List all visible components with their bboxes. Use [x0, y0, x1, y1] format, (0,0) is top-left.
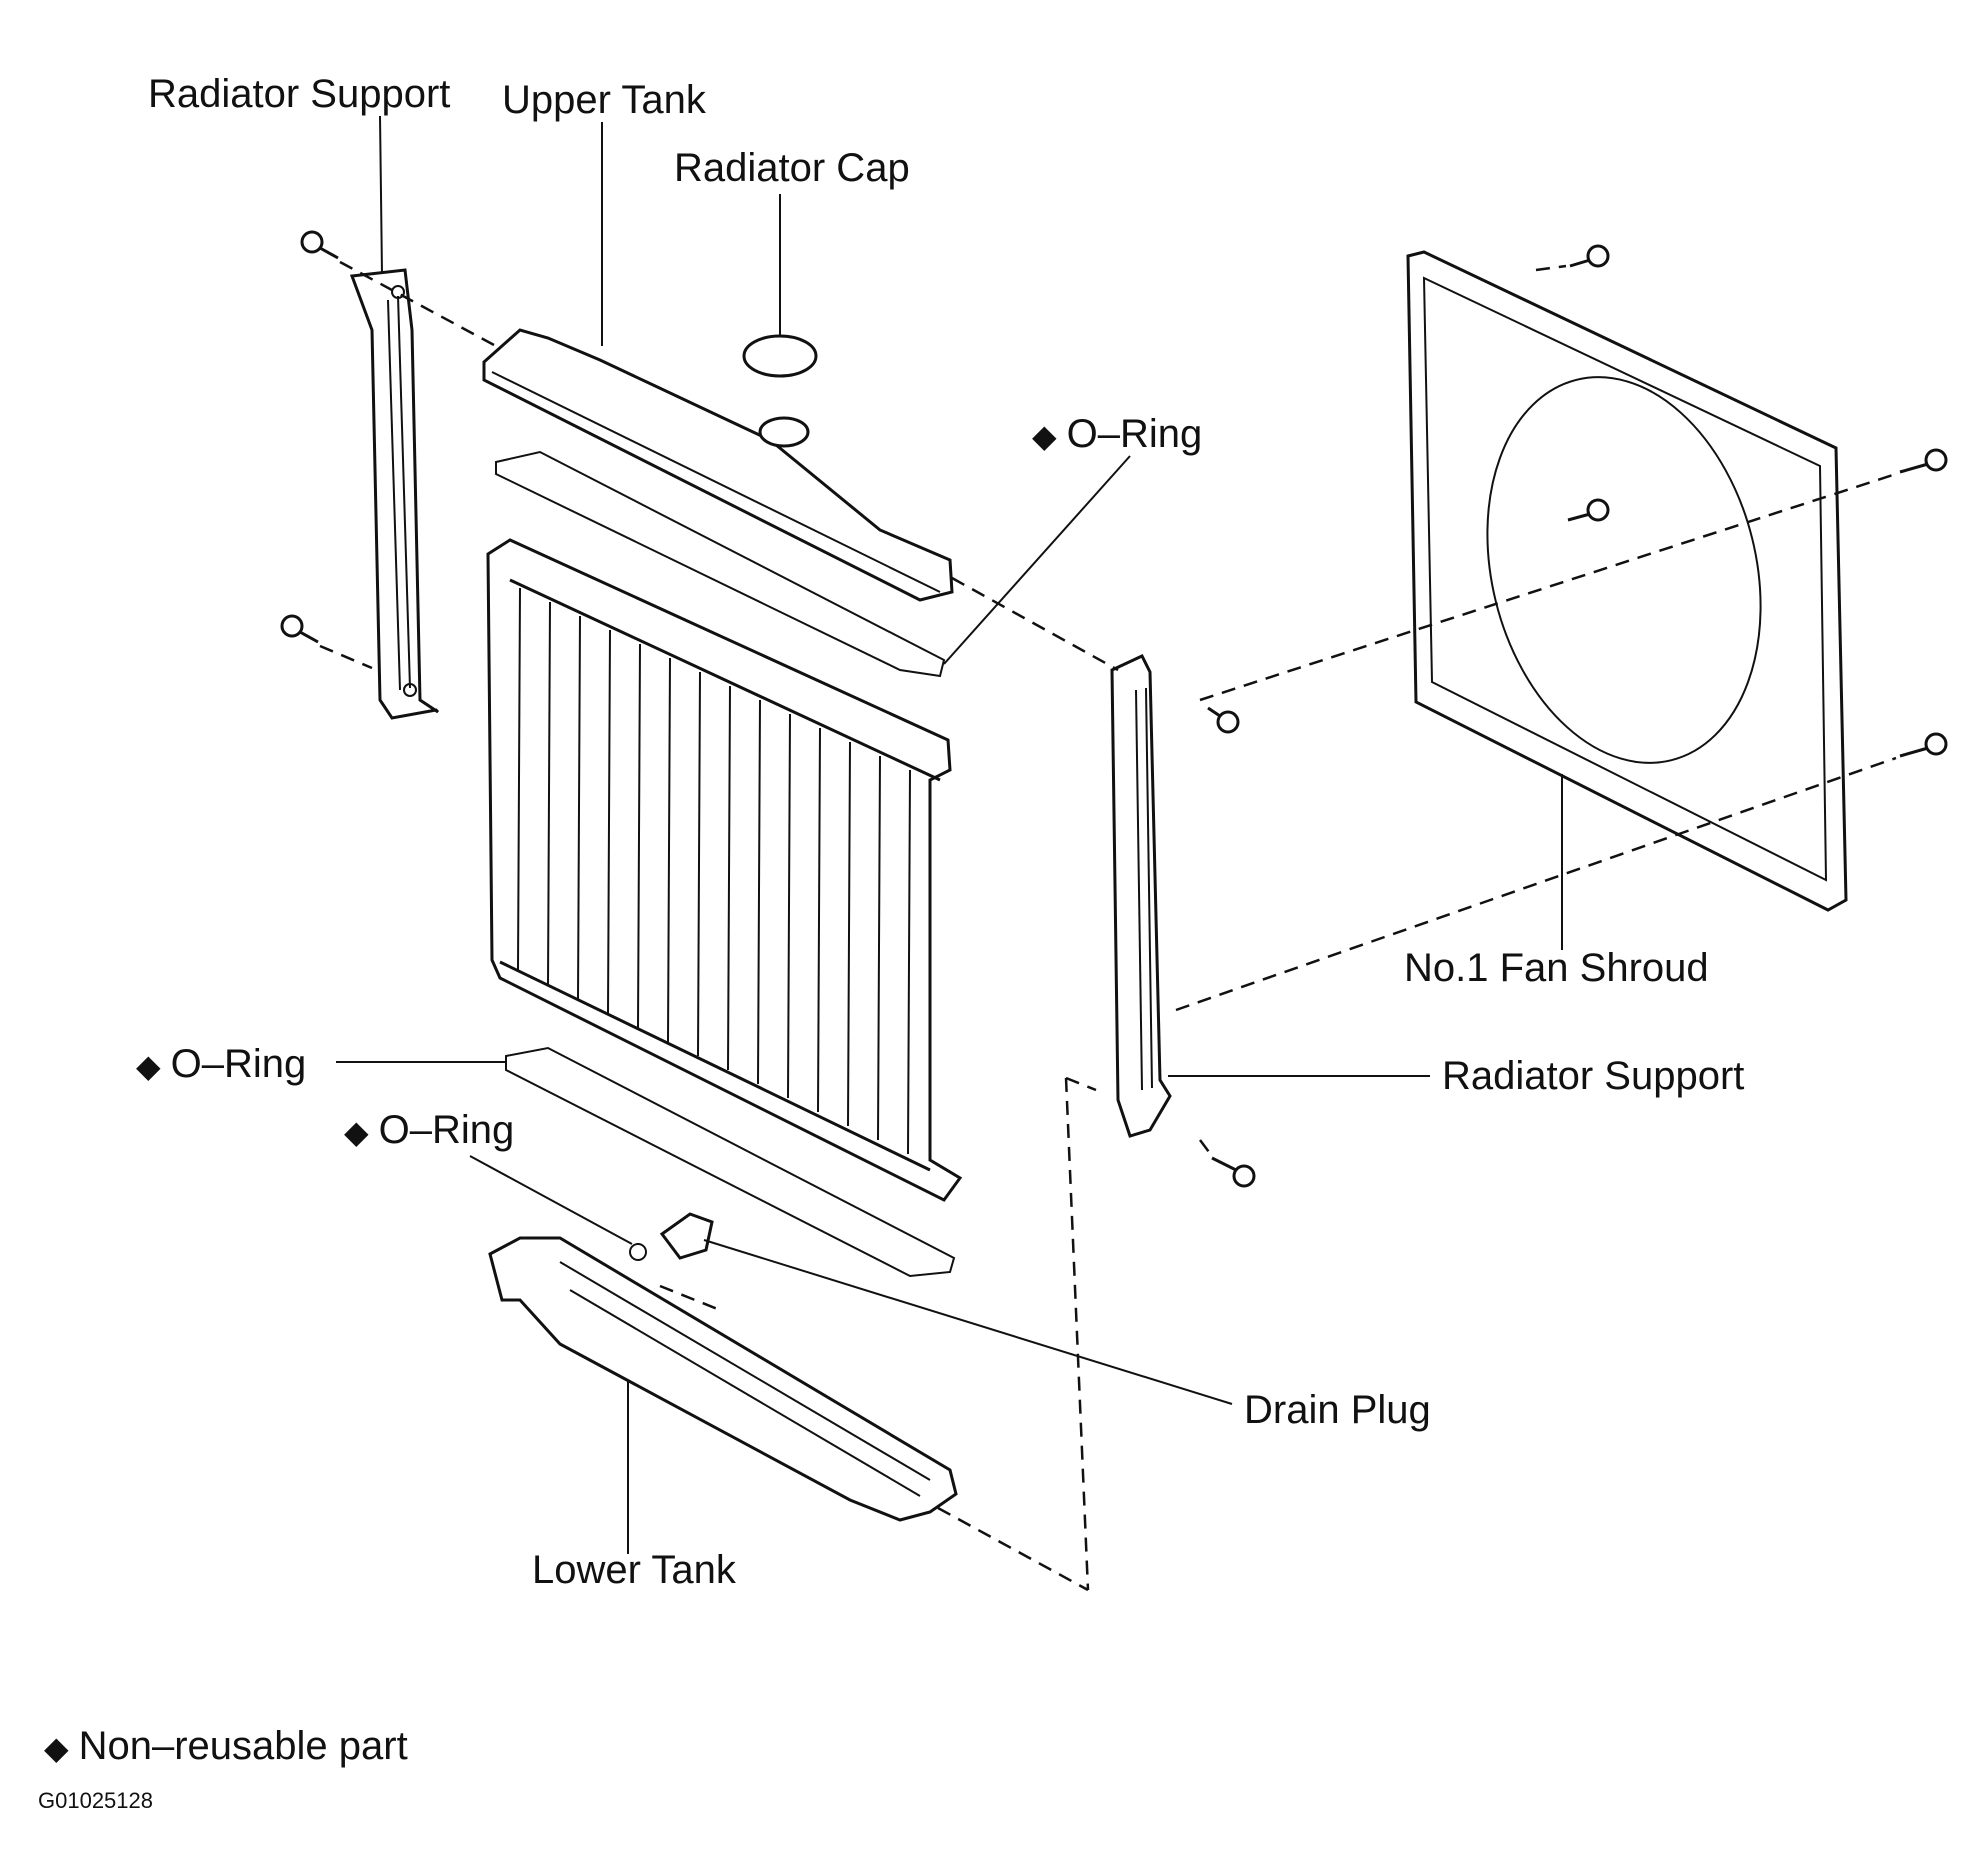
- non-reusable-marker: ◆: [344, 1114, 369, 1150]
- legend-symbol: ◆: [44, 1730, 69, 1766]
- bolt-shroud-top: [1569, 244, 1610, 268]
- label-radiator-support-right: Radiator Support: [1442, 1054, 1745, 1098]
- label-radiator-support-left: Radiator Support: [148, 72, 451, 116]
- drain-plug-part: [629, 1212, 714, 1261]
- bolt-left-lower: [280, 614, 319, 644]
- label-fan-shroud: No.1 Fan Shroud: [1404, 946, 1709, 990]
- radiator-support-left-part: [349, 268, 440, 720]
- radiator-core-part: [486, 538, 963, 1202]
- radiator-cap-part: [742, 334, 818, 378]
- bolt-right-support-lower: [1211, 1156, 1256, 1188]
- bolt-left-upper: [300, 230, 339, 260]
- non-reusable-marker: ◆: [136, 1048, 161, 1084]
- non-reusable-marker: ◆: [1032, 418, 1057, 454]
- bolt-shroud-right-lower: [1899, 732, 1948, 758]
- legend: ◆Non–reusable part: [44, 1724, 408, 1769]
- bolt-right-support-upper: [1207, 706, 1240, 734]
- upper-tank-part: [482, 328, 954, 602]
- figure-code: G01025128: [38, 1788, 153, 1813]
- label-o-ring-lower: ◆O–Ring: [136, 1044, 306, 1084]
- o-ring-lower-part: [505, 1046, 956, 1278]
- leader-lines: [336, 115, 1563, 1554]
- label-o-ring-lower-text: O–Ring: [170, 1042, 307, 1086]
- lower-tank-part: [488, 1236, 958, 1522]
- bolt-shroud-right-upper: [1899, 448, 1948, 474]
- label-drain-plug: Drain Plug: [1244, 1388, 1431, 1432]
- label-upper-tank: Upper Tank: [502, 78, 706, 122]
- fan-shroud-part: [1406, 250, 1848, 912]
- label-lower-tank: Lower Tank: [532, 1548, 736, 1592]
- legend-text: Non–reusable part: [78, 1724, 408, 1768]
- o-ring-upper-part: [495, 450, 946, 678]
- label-radiator-cap: Radiator Cap: [674, 146, 910, 190]
- bolt-shroud-mid: [1567, 498, 1610, 522]
- label-o-ring-upper-text: O–Ring: [1066, 412, 1203, 456]
- radiator-support-right-part: [1110, 654, 1172, 1138]
- label-o-ring-drain-text: O–Ring: [378, 1108, 515, 1152]
- label-o-ring-drain: ◆O–Ring: [344, 1110, 514, 1150]
- label-o-ring-upper: ◆O–Ring: [1032, 414, 1202, 454]
